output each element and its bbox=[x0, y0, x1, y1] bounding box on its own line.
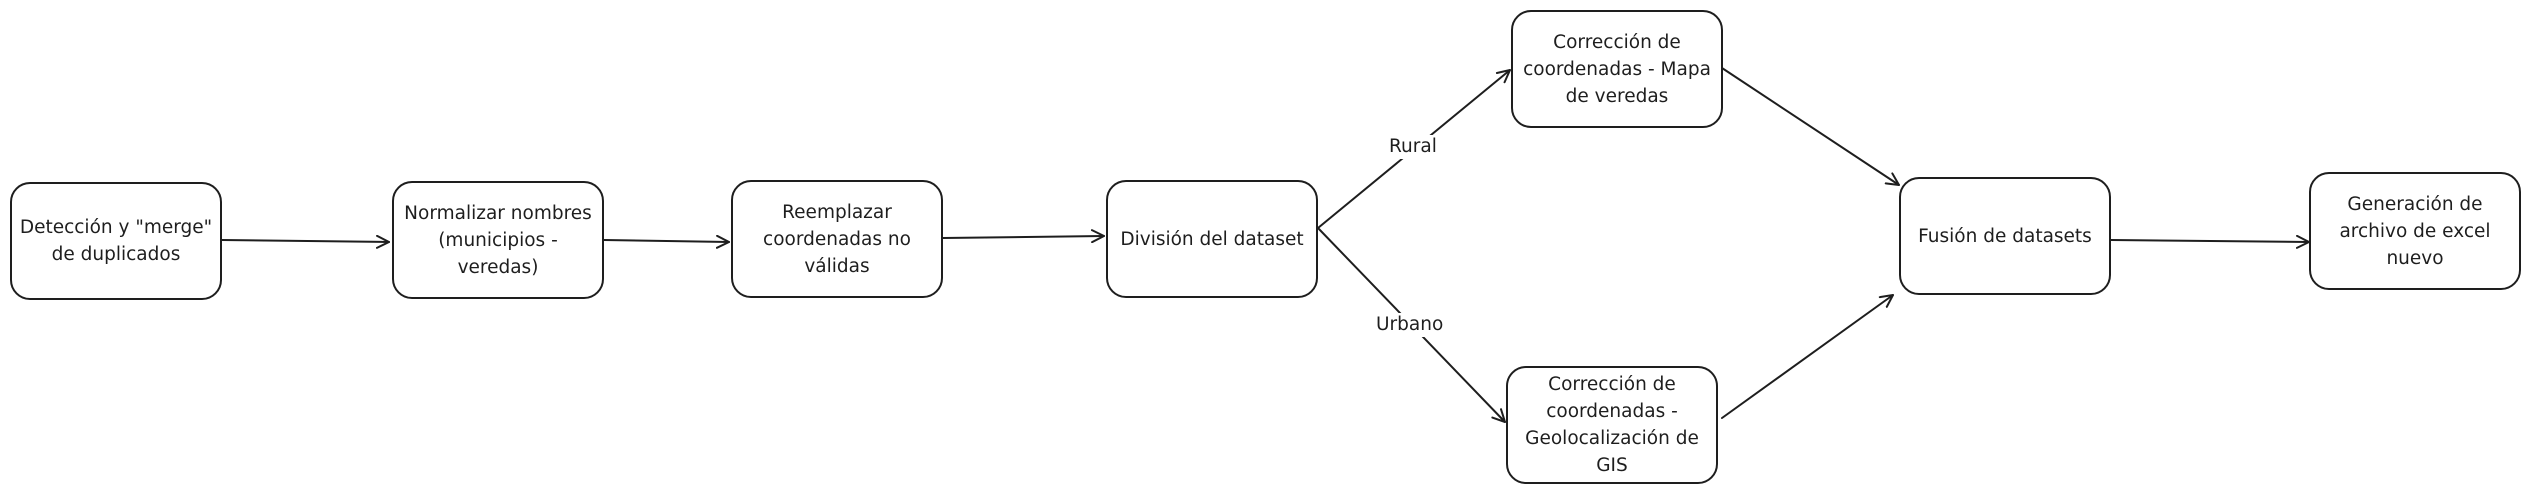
node-split-label: División del dataset bbox=[1120, 228, 1304, 250]
node-normalize-label: Normalizar nombres (municipios - veredas… bbox=[404, 202, 592, 278]
arrow-rural-to-merge bbox=[1721, 67, 1900, 186]
arrow-dedup-to-normalize bbox=[221, 234, 390, 249]
arrow-normalize-to-replace bbox=[603, 234, 730, 249]
arrow-replace-to-split bbox=[942, 229, 1105, 244]
arrow-urban-to-merge bbox=[1721, 294, 1894, 419]
node-dedup[interactable]: Detección y "merge" de duplicados bbox=[10, 182, 222, 300]
node-merge-label: Fusión de datasets bbox=[1918, 225, 2092, 247]
node-replace[interactable]: Reemplazar coordenadas no válidas bbox=[731, 180, 943, 298]
node-dedup-label: Detección y "merge" de duplicados bbox=[19, 217, 213, 265]
node-normalize[interactable]: Normalizar nombres (municipios - veredas… bbox=[392, 181, 604, 299]
node-replace-label: Reemplazar coordenadas no válidas bbox=[763, 201, 911, 277]
node-urban-fix-label: Corrección de coordenadas - Geolocalizac… bbox=[1525, 374, 1699, 476]
node-rural-fix-label: Corrección de coordenadas - Mapa de vere… bbox=[1523, 31, 1711, 107]
node-rural-fix[interactable]: Corrección de coordenadas - Mapa de vere… bbox=[1511, 10, 1723, 128]
node-export-label: Generación de archivo de excel nuevo bbox=[2339, 193, 2491, 269]
edge-label-rural: Rural bbox=[1387, 135, 1439, 159]
node-export[interactable]: Generación de archivo de excel nuevo bbox=[2309, 172, 2521, 290]
arrow-merge-to-export bbox=[2110, 234, 2310, 249]
node-merge[interactable]: Fusión de datasets bbox=[1899, 177, 2111, 295]
node-split[interactable]: División del dataset bbox=[1106, 180, 1318, 298]
node-urban-fix[interactable]: Corrección de coordenadas - Geolocalizac… bbox=[1506, 366, 1718, 484]
edge-label-urban: Urbano bbox=[1374, 313, 1446, 337]
